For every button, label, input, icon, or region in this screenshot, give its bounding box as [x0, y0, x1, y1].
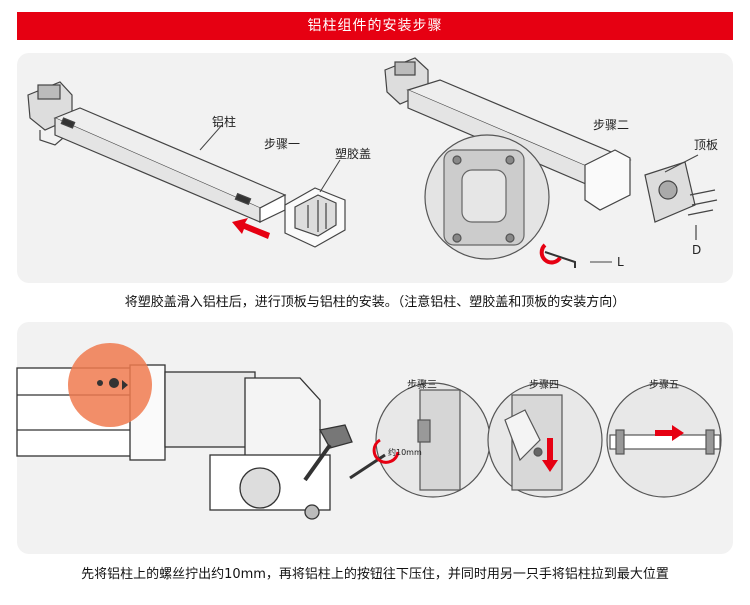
label-step2: 步骤二: [593, 116, 629, 133]
label-callout-d: D: [692, 243, 701, 257]
label-step4: 步骤四: [529, 376, 559, 391]
label-aluminum-pillar: 铝柱: [212, 113, 236, 130]
step1-pillar-illustration: [28, 82, 345, 247]
label-top-plate: 顶板: [694, 136, 718, 153]
step3-detail-circle: [350, 383, 490, 497]
label-step3: 步骤三: [407, 376, 437, 391]
step5-detail-circle: [607, 383, 721, 497]
panel1-caption: 将塑胶盖滑入铝柱后，进行顶板与铝柱的安装。（注意铝柱、塑胶盖和顶板的安装方向）: [0, 291, 750, 310]
label-step5: 步骤五: [649, 376, 679, 391]
pillar-closeup-illustration: [17, 365, 352, 519]
slide-arrow-icon: [232, 218, 270, 239]
label-callout-l: L: [617, 255, 624, 269]
label-measure: 约10mm: [388, 447, 422, 458]
label-plastic-cap: 塑胶盖: [335, 145, 371, 162]
step4-detail-circle: [488, 383, 602, 497]
panel2-caption: 先将铝柱上的螺丝拧出约10mm，再将铝柱上的按钮往下压住，并同时用另一只手将铝柱…: [0, 563, 750, 582]
label-step1: 步骤一: [264, 135, 300, 152]
